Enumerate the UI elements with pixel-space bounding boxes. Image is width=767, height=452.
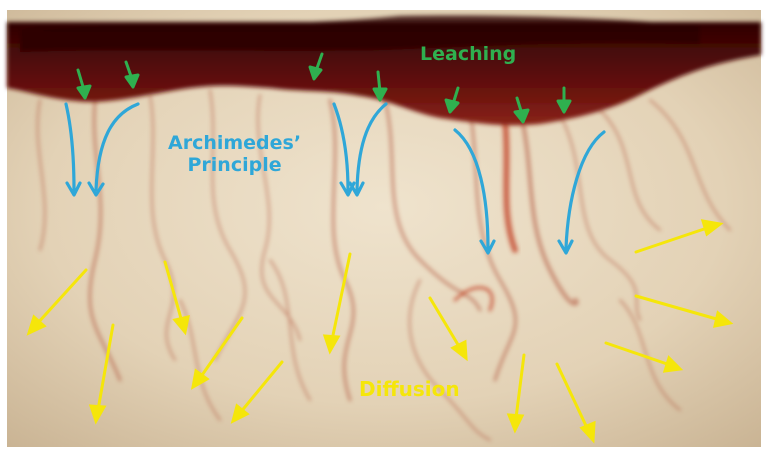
archimedes-label: Archimedes’ Principle <box>168 133 301 177</box>
diffusion-label: Diffusion <box>359 378 460 401</box>
leaching-label: Leaching <box>420 44 516 66</box>
archimedes-label-line2: Principle <box>168 155 301 177</box>
archimedes-label-line1: Archimedes’ <box>168 133 301 155</box>
